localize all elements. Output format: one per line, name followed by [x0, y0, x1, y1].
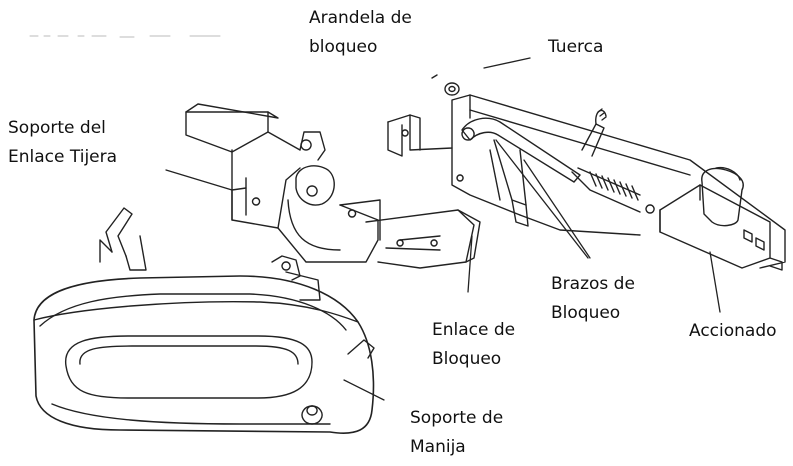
- nut: [431, 74, 438, 79]
- label-line: Bloqueo: [432, 349, 502, 369]
- leader-accionado: [709, 251, 721, 313]
- actuator: [645, 166, 783, 271]
- leader-soporte-manija: [343, 379, 385, 401]
- label-arandela-de-bloqueo: Arandela de bloqueo: [309, 4, 412, 62]
- label-line: Manija: [410, 437, 466, 457]
- mechanism-plate: [387, 94, 786, 269]
- leader-brazos-2: [523, 159, 591, 259]
- label-accionado: Accionado: [689, 317, 777, 346]
- label-soporte-de-manija: Soporte de Manija: [410, 404, 503, 462]
- lock-link: [365, 209, 481, 269]
- label-line: Soporte del: [8, 118, 106, 138]
- label-line: Tuerca: [548, 37, 604, 57]
- label-line: Accionado: [689, 321, 777, 341]
- lock-washer: [444, 82, 460, 96]
- label-line: bloqueo: [309, 37, 378, 57]
- label-line: Bloqueo: [551, 303, 621, 323]
- scissor-link-bracket: [185, 103, 381, 263]
- spring-rod: [571, 108, 641, 213]
- leader-lines: [165, 57, 721, 401]
- scan-artifact: [29, 35, 221, 38]
- lock-arms: [461, 117, 581, 227]
- label-line: Enlace de: [432, 320, 516, 340]
- label-line: Brazos de: [551, 274, 635, 294]
- door-handle: [33, 207, 375, 434]
- label-line: Arandela de: [309, 8, 412, 28]
- leader-soporte-enlace: [165, 169, 233, 191]
- leader-enlace: [467, 235, 473, 293]
- label-line: Soporte de: [410, 408, 504, 428]
- leader-brazos-1: [495, 139, 589, 259]
- label-brazos-de-bloqueo: Brazos de Bloqueo: [551, 270, 635, 328]
- label-line: Enlace Tijera: [8, 147, 118, 167]
- label-tuerca: Tuerca: [548, 33, 603, 62]
- label-enlace-de-bloqueo: Enlace de Bloqueo: [432, 316, 515, 374]
- leader-tuerca: [483, 57, 531, 69]
- label-soporte-del-enlace-tijera: Soporte del Enlace Tijera: [8, 114, 117, 172]
